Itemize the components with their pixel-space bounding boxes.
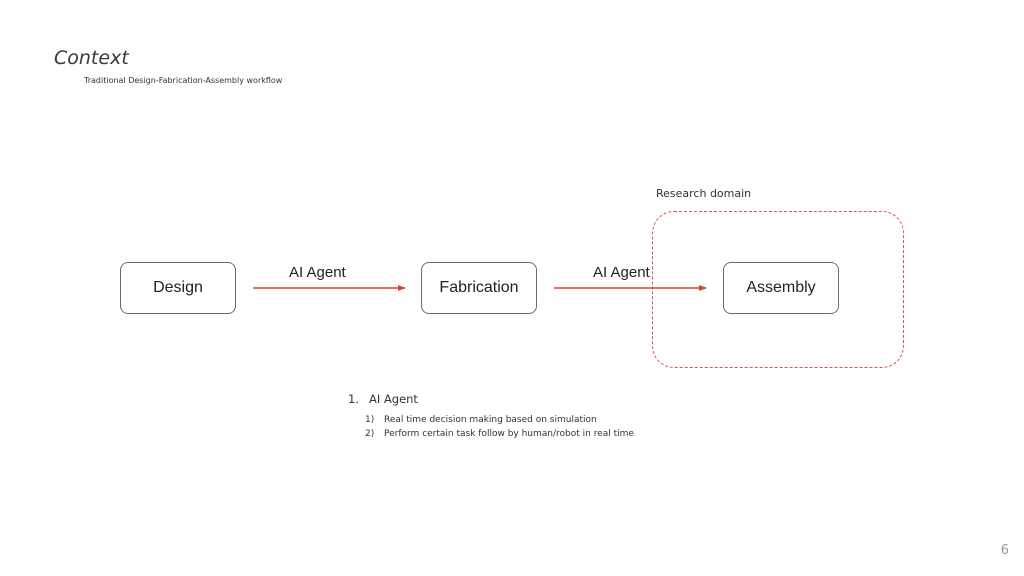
list-item: 2) Perform certain task follow by human/… xyxy=(365,427,648,441)
page-number: 6 xyxy=(1000,543,1009,558)
list-item-number: 2) xyxy=(365,429,375,439)
notes-heading: 1. AI Agent xyxy=(348,392,648,406)
node-design: Design xyxy=(120,262,236,314)
list-item-number: 1) xyxy=(365,415,375,425)
research-domain-label: Research domain xyxy=(656,187,752,200)
notes-list: 1) Real time decision making based on si… xyxy=(348,413,648,441)
node-assembly: Assembly xyxy=(723,262,839,314)
slide-subtitle: Traditional Design-Fabrication-Assembly … xyxy=(84,76,283,85)
notes-section: 1. AI Agent 1) Real time decision making… xyxy=(348,392,648,441)
slide-title: Context xyxy=(54,47,129,69)
node-fabrication: Fabrication xyxy=(421,262,537,314)
list-item: 1) Real time decision making based on si… xyxy=(365,413,648,427)
list-item-text: Perform certain task follow by human/rob… xyxy=(384,429,634,439)
notes-heading-text: AI Agent xyxy=(368,392,418,406)
research-domain-box xyxy=(652,211,904,368)
notes-heading-number: 1. xyxy=(348,392,359,406)
edge-label-fabrication-assembly: AI Agent xyxy=(593,264,650,281)
edge-label-design-fabrication: AI Agent xyxy=(289,264,346,281)
list-item-text: Real time decision making based on simul… xyxy=(384,415,597,425)
